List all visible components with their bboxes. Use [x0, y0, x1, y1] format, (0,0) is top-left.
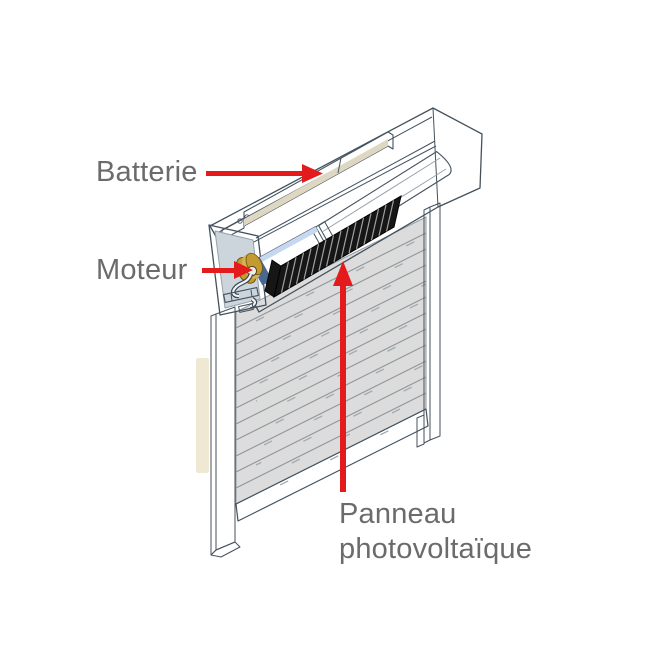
panel-label: Panneau photovoltaïque: [339, 497, 532, 567]
cable-plug: [238, 303, 254, 313]
solar-cells: [280, 200, 395, 293]
wall-strip: [196, 358, 209, 473]
solar-panel: [264, 194, 402, 299]
panel-label-line2: photovoltaïque: [339, 533, 533, 565]
motor-arrow: [202, 261, 253, 279]
panel-arrow: [333, 261, 353, 492]
battery-arrow: [206, 164, 323, 183]
motor-label: Moteur: [96, 254, 188, 286]
left-guide-rail: [210, 306, 241, 558]
right-guide-rail: [416, 202, 441, 448]
cable-connector: [223, 287, 259, 303]
callout-arrows: [202, 164, 353, 492]
shutter-box: [209, 107, 483, 313]
battery-label: Batterie: [96, 156, 198, 188]
curtain-bottom-bar: [235, 408, 429, 522]
screw-icon: [237, 218, 243, 224]
battery-bar: [243, 131, 394, 227]
panel-label-line1: Panneau: [339, 498, 457, 530]
